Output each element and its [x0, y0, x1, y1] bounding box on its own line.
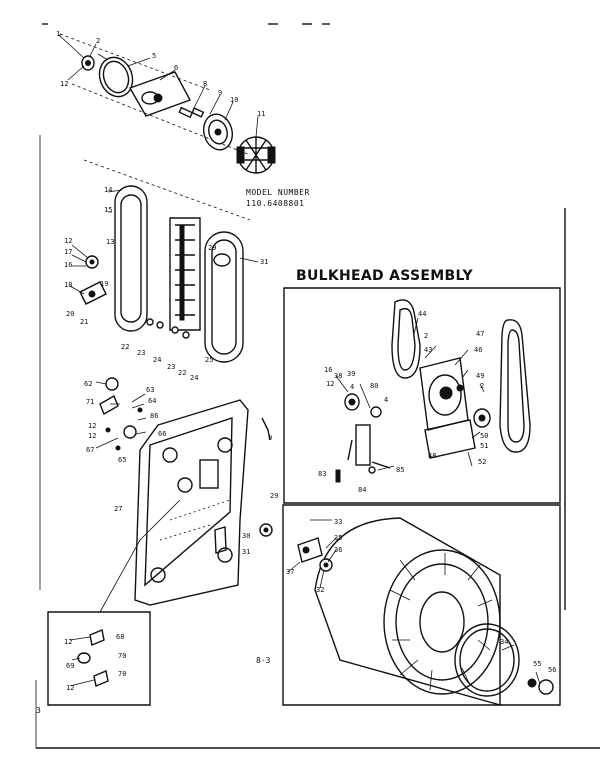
- part-number: 70: [118, 670, 127, 678]
- part-number: 62: [84, 380, 93, 388]
- corner-reference: 3: [36, 706, 41, 715]
- part-number: 19: [100, 280, 109, 288]
- part-number: 10: [230, 96, 239, 104]
- part-number: 12: [64, 638, 73, 646]
- part-number: 67: [86, 446, 95, 454]
- part-number: 55: [533, 660, 542, 668]
- part-number: 30: [242, 532, 251, 540]
- part-number: 25: [205, 356, 214, 364]
- part-number: 24: [153, 356, 162, 364]
- part-number: 49: [476, 372, 485, 380]
- part-number: 84: [358, 486, 367, 494]
- part-number: 39: [347, 370, 356, 378]
- part-number: 12: [326, 380, 335, 388]
- part-number: 2: [96, 37, 101, 45]
- part-number: 71: [86, 398, 95, 406]
- part-number: 31: [242, 548, 251, 556]
- part-number: 12: [88, 422, 97, 430]
- part-number: 23: [167, 363, 176, 371]
- part-number: 23: [137, 349, 146, 357]
- part-number: 6: [174, 64, 179, 72]
- part-number: 9: [218, 89, 223, 97]
- part-number: 43: [424, 346, 433, 354]
- part-number: 20: [66, 310, 75, 318]
- part-number: 1: [56, 30, 61, 38]
- part-number: 38: [334, 372, 343, 380]
- part-number: 33: [334, 518, 343, 526]
- part-number: 12: [64, 237, 73, 245]
- part-number: 2: [480, 382, 485, 390]
- part-number: 65: [118, 456, 127, 464]
- part-number: 80: [370, 382, 379, 390]
- duct-assembly-parts: [79, 185, 244, 363]
- part-number: 46: [474, 346, 483, 354]
- registration-marks: [35, 23, 600, 749]
- blower-assembly-parts: [81, 55, 276, 174]
- part-number: 52: [478, 458, 487, 466]
- part-number: 11: [257, 110, 266, 118]
- part-number: 2: [424, 332, 429, 340]
- part-number: 17: [64, 248, 73, 256]
- part-number: 44: [418, 310, 427, 318]
- detail-inset: [47, 499, 181, 706]
- part-number: 29: [270, 492, 279, 500]
- part-number: 14: [104, 186, 113, 194]
- part-number: 68: [116, 633, 125, 641]
- part-number: 83: [318, 470, 327, 478]
- part-number: 9: [268, 434, 273, 442]
- part-number: 64: [148, 397, 157, 405]
- top-housing-outline: [59, 33, 251, 221]
- part-number: 12: [60, 80, 69, 88]
- part-number: 34: [500, 638, 509, 646]
- part-number: 32: [316, 586, 325, 594]
- part-number: 21: [80, 318, 89, 326]
- part-number: 85: [396, 466, 405, 474]
- part-number: 12: [66, 684, 75, 692]
- part-number: 27: [114, 505, 123, 513]
- part-number: 16: [324, 366, 333, 374]
- part-number: 69: [66, 662, 75, 670]
- part-number: 63: [146, 386, 155, 394]
- leader-lines: [59, 35, 541, 687]
- part-number: 47: [476, 330, 485, 338]
- drum-assembly-inset: [259, 504, 561, 706]
- part-number: 70: [118, 652, 127, 660]
- part-number: 31: [260, 258, 269, 266]
- part-number: 12: [88, 432, 97, 440]
- part-number: 13: [106, 238, 115, 246]
- part-number: 8: [203, 80, 208, 88]
- part-number: 37: [286, 568, 295, 576]
- part-number: 24: [190, 374, 199, 382]
- bulkhead-assembly-inset: [283, 287, 561, 504]
- part-number: 15: [104, 206, 113, 214]
- model-number-label: MODEL NUMBER: [246, 188, 310, 197]
- part-number: 51: [480, 442, 489, 450]
- bulkhead-panel: [99, 377, 271, 606]
- part-number: 16: [64, 261, 73, 269]
- part-number: 4: [384, 396, 389, 404]
- part-number: 4: [350, 383, 355, 391]
- part-number: 50: [480, 432, 489, 440]
- part-number: 48: [428, 452, 437, 460]
- page-reference: 8-3: [256, 656, 271, 665]
- part-number: 56: [548, 666, 557, 674]
- part-number: 36: [334, 546, 343, 554]
- section-title: BULKHEAD ASSEMBLY: [296, 268, 473, 284]
- part-number: 22: [121, 343, 130, 351]
- part-number: 66: [158, 430, 167, 438]
- part-number: 86: [150, 412, 159, 420]
- part-number: 5: [152, 52, 157, 60]
- part-number: 29: [208, 244, 217, 252]
- model-number-value: 110.6408801: [246, 199, 305, 208]
- part-number: 18: [64, 281, 73, 289]
- part-number: 35: [334, 534, 343, 542]
- part-number: 22: [178, 369, 187, 377]
